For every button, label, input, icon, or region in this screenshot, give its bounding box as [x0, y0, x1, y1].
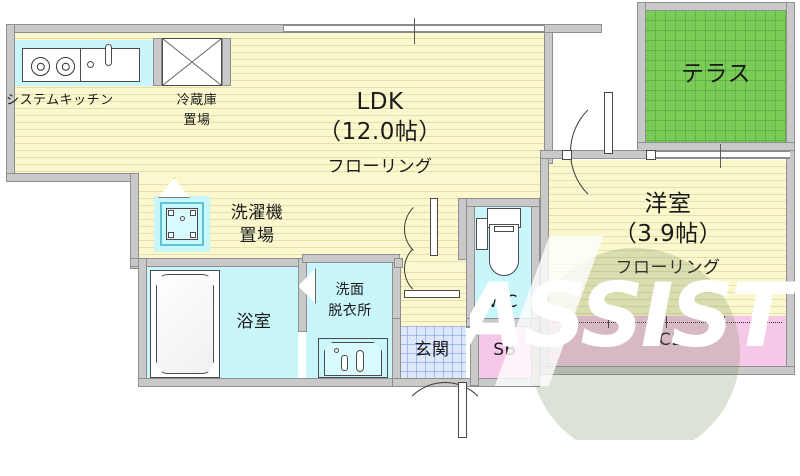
label-bedroom-flooring: フローリング — [615, 258, 721, 278]
label-closet: CL — [658, 330, 682, 350]
wall-terrace-left — [637, 2, 646, 150]
wall-sb-right — [531, 318, 540, 386]
label-bath: 浴室 — [236, 312, 272, 332]
door-leaf-entrance — [458, 382, 467, 438]
wall-terrace-right — [786, 2, 795, 374]
label-bedroom-name: 洋室 — [644, 191, 692, 217]
toilet-seat-bar — [494, 226, 514, 232]
washer-drain-icon — [180, 216, 185, 221]
label-terrace: テラス — [680, 61, 752, 87]
stove-burner-right — [56, 57, 75, 76]
door-arc-entrance — [398, 382, 492, 438]
closet-divider-2 — [666, 316, 667, 328]
wall-bath-left — [138, 258, 147, 386]
label-genkan: 玄関 — [414, 340, 450, 360]
threshold-bedroom-left — [562, 150, 572, 160]
closet-divider-3 — [724, 316, 725, 328]
vanity-handle-icon — [341, 355, 348, 371]
floor-plan-canvas: システムキッチン 冷蔵庫 置場 LDK （12.0帖） フローリング 洗濯機 置… — [0, 0, 800, 438]
label-wc: WC — [488, 292, 518, 312]
door-leaf-bedroom — [604, 92, 613, 154]
window-ldk-north-mullion — [414, 18, 415, 44]
pillar-fridge-left — [153, 38, 162, 86]
wall-bath-bottom — [138, 378, 400, 387]
kitchen-drain-icon — [87, 61, 94, 68]
wall-bath-right — [298, 258, 307, 332]
label-fridge-line1: 冷蔵庫 — [176, 93, 218, 108]
vanity-bowl — [324, 342, 382, 376]
washer-foot-bl — [168, 232, 174, 238]
wall-ldk-bottom-left — [6, 173, 138, 182]
closet-hanging-rod — [552, 322, 782, 323]
vanity-drain-icon — [334, 348, 339, 353]
room-terrace — [645, 10, 788, 142]
wall-ldk-top-left — [6, 24, 284, 33]
bathtub-inner — [156, 274, 214, 374]
label-shoebox: SB — [493, 340, 517, 360]
wall-sb-left — [470, 318, 479, 386]
label-ldk-flooring: フローリング — [327, 157, 433, 177]
refrigerator-cross-icon — [162, 38, 222, 86]
wall-bedroom-left — [540, 150, 549, 374]
label-washer-line2: 置場 — [239, 226, 275, 246]
door-arc-wc — [404, 240, 462, 298]
room-genkan — [398, 326, 466, 380]
wall-ldk-lower-left — [130, 258, 302, 267]
wall-wc-right — [531, 198, 540, 328]
vanity-faucet-icon — [356, 350, 364, 372]
pillar-hall — [394, 258, 403, 268]
toilet-paper-holder — [476, 218, 488, 250]
label-ldk-name: LDK — [356, 89, 404, 115]
wall-ldk-upper-right-stub — [544, 24, 602, 33]
wall-terrace-top — [637, 2, 795, 11]
kitchen-faucet-icon — [105, 44, 112, 66]
window-bedroom-north-mullion — [720, 144, 721, 168]
threshold-bedroom-right — [646, 150, 656, 160]
door-leaf-wc — [404, 290, 460, 298]
label-washroom-line2: 脱衣所 — [328, 303, 372, 319]
label-kitchen: システムキッチン — [6, 93, 114, 108]
washer-foot-tr — [190, 210, 196, 216]
label-bedroom-area: （3.9帖） — [613, 221, 723, 247]
pillar-fridge-right — [222, 38, 231, 86]
wall-bedroom-bottom — [540, 366, 795, 375]
washer-foot-tl — [168, 210, 174, 216]
door-arc-washroom — [404, 198, 466, 260]
label-fridge-line2: 置場 — [183, 113, 211, 128]
wall-kitchen-down — [130, 173, 139, 269]
label-washer-line1: 洗濯機 — [230, 203, 284, 223]
closet-divider-1 — [608, 316, 609, 328]
stove-burner-left — [31, 57, 50, 76]
label-washroom-line1: 洗面 — [335, 282, 365, 298]
washer-foot-br — [190, 232, 196, 238]
wall-washroom-top — [302, 254, 400, 263]
wall-ldk-topright-corner — [544, 24, 553, 164]
wall-wc-top — [466, 198, 540, 207]
label-ldk-area: （12.0帖） — [318, 119, 442, 145]
refrigerator-space-box — [162, 38, 222, 86]
